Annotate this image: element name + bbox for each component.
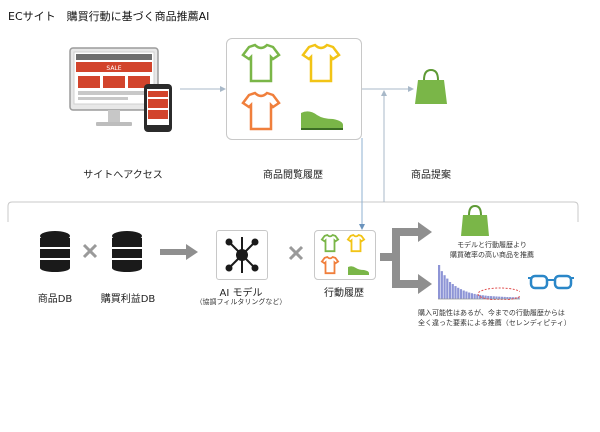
chart-bar	[448, 282, 452, 299]
chart-bar	[500, 296, 504, 299]
chart-bar	[457, 287, 460, 299]
site-mockup-illustration: SALE	[68, 46, 178, 136]
note-serendipity-1: 購入可能性はあるが、今までの行動履歴からは	[418, 309, 565, 317]
note-serendipity-2: 全く違った要素による推薦（セレンディピティ）	[418, 319, 571, 327]
green-shoe-icon	[348, 266, 369, 275]
orange-shirt-icon	[241, 91, 281, 131]
chart-bar	[438, 265, 441, 299]
green-shoe-icon	[301, 111, 343, 130]
arrow-to-ai-model	[160, 244, 200, 260]
shopping-bag-icon	[460, 204, 490, 238]
chart-bar	[446, 278, 449, 299]
label-browse-history: 商品閲覧履歴	[263, 170, 323, 181]
chart-bar	[451, 284, 454, 299]
chart-bar	[492, 296, 495, 299]
chart-bar	[473, 293, 476, 299]
browse-history-box	[226, 38, 362, 140]
chart-bar	[503, 296, 506, 299]
label-action-history: 行動履歴	[324, 288, 364, 299]
chart-bar	[443, 275, 446, 299]
green-shirt-icon	[241, 43, 281, 83]
chart-bar	[440, 271, 443, 299]
yellow-shirt-icon	[346, 233, 366, 253]
network-icon	[225, 237, 259, 273]
chart-bar	[459, 289, 463, 299]
chart-bar	[476, 294, 479, 299]
chart-bar	[506, 297, 509, 299]
chart-bar	[481, 295, 484, 299]
arrow-to-history	[180, 84, 226, 94]
green-shirt-icon	[320, 233, 340, 253]
chart-bar	[498, 296, 501, 299]
label-ai-model-sub: （協調フィルタリングなど）	[195, 298, 287, 306]
note-high-prob-1: モデルと行動履歴より	[457, 241, 527, 249]
chart-bar	[470, 293, 473, 299]
label-site-access: サイトへアクセス	[83, 170, 163, 181]
label-recommendation: 商品提案	[411, 170, 451, 181]
glasses-icon	[528, 272, 574, 292]
chart-bar	[495, 296, 498, 299]
chart-bar	[487, 295, 490, 299]
yellow-shirt-icon	[301, 43, 341, 83]
chart-bar	[489, 296, 493, 299]
chart-bar	[468, 292, 471, 299]
long-tail-highlight	[477, 287, 520, 300]
chart-bar	[462, 290, 465, 299]
cross-icon	[288, 245, 304, 261]
cross-icon	[82, 243, 98, 259]
long-tail-chart	[438, 264, 520, 300]
chart-bar	[484, 295, 487, 299]
label-ai-model: AI モデル	[219, 288, 263, 299]
database-icon	[110, 230, 144, 272]
action-history-box	[314, 230, 376, 280]
label-purchase-db: 購買利益DB	[100, 294, 156, 305]
fork-arrow	[380, 222, 436, 296]
sale-banner-text: SALE	[106, 65, 121, 72]
database-icon	[38, 230, 72, 272]
chart-bar	[511, 297, 514, 299]
chart-bar	[517, 297, 520, 299]
label-product-db: 商品DB	[37, 294, 73, 305]
shopping-bag-icon	[414, 68, 448, 106]
chart-bar	[454, 286, 457, 299]
note-high-prob-2: 購買確率の高い商品を推薦	[450, 251, 534, 259]
ai-model-box	[216, 230, 268, 280]
page-title: ECサイト 購買行動に基づく商品推薦AI	[8, 10, 210, 23]
chart-bar	[509, 297, 512, 299]
orange-shirt-icon	[320, 255, 340, 275]
chart-bar	[465, 291, 468, 299]
arrow-to-recommendation	[362, 84, 414, 94]
